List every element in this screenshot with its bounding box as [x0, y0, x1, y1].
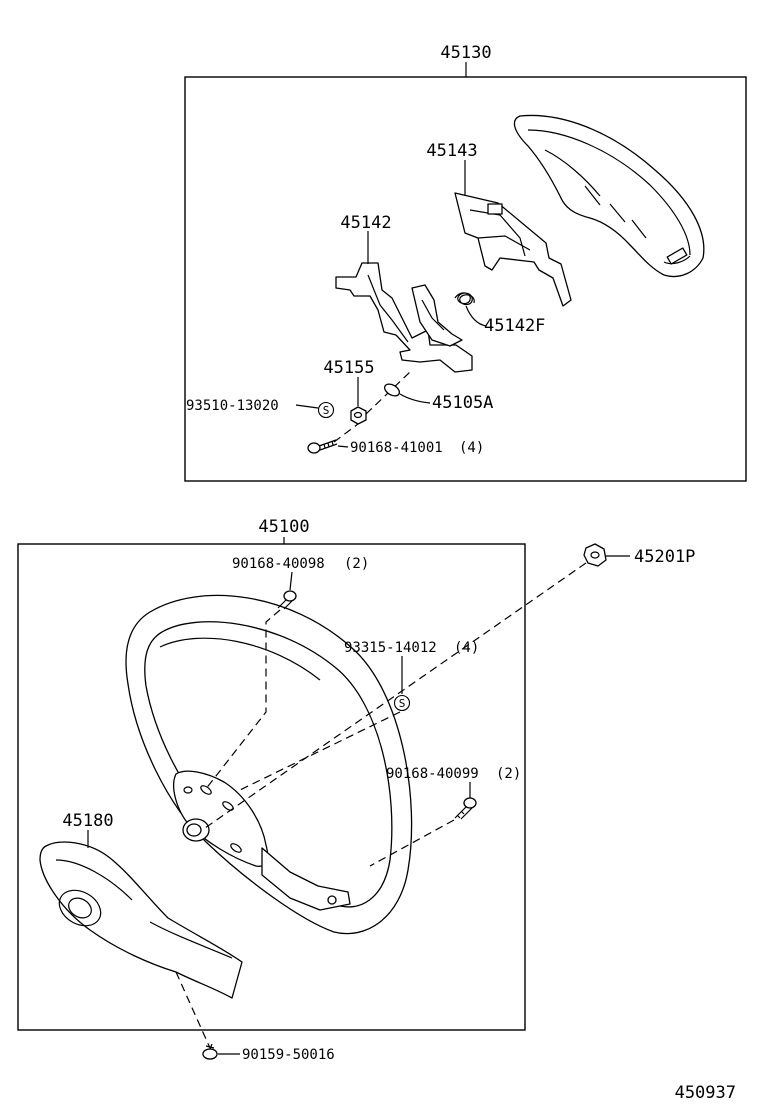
part-label-90168-40099: 90168-40099 [386, 766, 479, 782]
bolt-90168-40099-drawing [454, 797, 477, 820]
spring-45142F-drawing [454, 292, 475, 306]
part-qty-90168-40098: (2) [344, 556, 369, 572]
part-label-45142F: 45142F [484, 316, 545, 336]
s-marker-icon [317, 401, 335, 419]
assembly-box-45100 [17, 543, 526, 1031]
assembly-label-45100: 45100 [258, 517, 309, 537]
screw-90168-41001-drawing [307, 439, 338, 454]
washer-45105A-drawing [383, 383, 401, 397]
assembly-label-45130: 45130 [440, 43, 491, 63]
cover-45180-drawing [39, 841, 243, 999]
part-label-45155: 45155 [323, 358, 374, 378]
s-marker-icon [393, 694, 411, 712]
part-label-90168-40098: 90168-40098 [232, 556, 325, 572]
part-label-93315-14012: 93315-14012 [344, 640, 437, 656]
part-label-90159-50016: 90159-50016 [242, 1047, 335, 1063]
part-label-45180: 45180 [62, 811, 113, 831]
part-label-45105A: 45105A [432, 393, 493, 413]
part-label-90168-41001: 90168-41001 [350, 440, 443, 456]
part-label-93510-13020: 93510-13020 [186, 398, 279, 414]
screw-90159-50016-drawing [202, 1043, 218, 1060]
steering-wheel-drawing [125, 594, 413, 935]
part-label-45142: 45142 [340, 213, 391, 233]
bolt-90168-40098-drawing [277, 590, 297, 610]
part-label-45143: 45143 [426, 141, 477, 161]
nut-45155-drawing [350, 406, 367, 425]
part-qty-90168-40099: (2) [496, 766, 521, 782]
s-marker-letter-93315: S [399, 697, 406, 710]
part-qty-93315-14012: (4) [454, 640, 479, 656]
bracket-45143-drawing [454, 192, 572, 307]
nut-45201P-drawing [583, 543, 607, 567]
pad-cover-drawing [513, 114, 705, 278]
s-marker-letter-93510: S [323, 404, 330, 417]
part-label-45201P: 45201P [634, 547, 695, 567]
bracket-45142-drawing [335, 262, 473, 373]
diagram-id: 450937 [675, 1083, 736, 1103]
part-qty-90168-41001: (4) [459, 440, 484, 456]
assembly-box-45130 [184, 76, 747, 482]
